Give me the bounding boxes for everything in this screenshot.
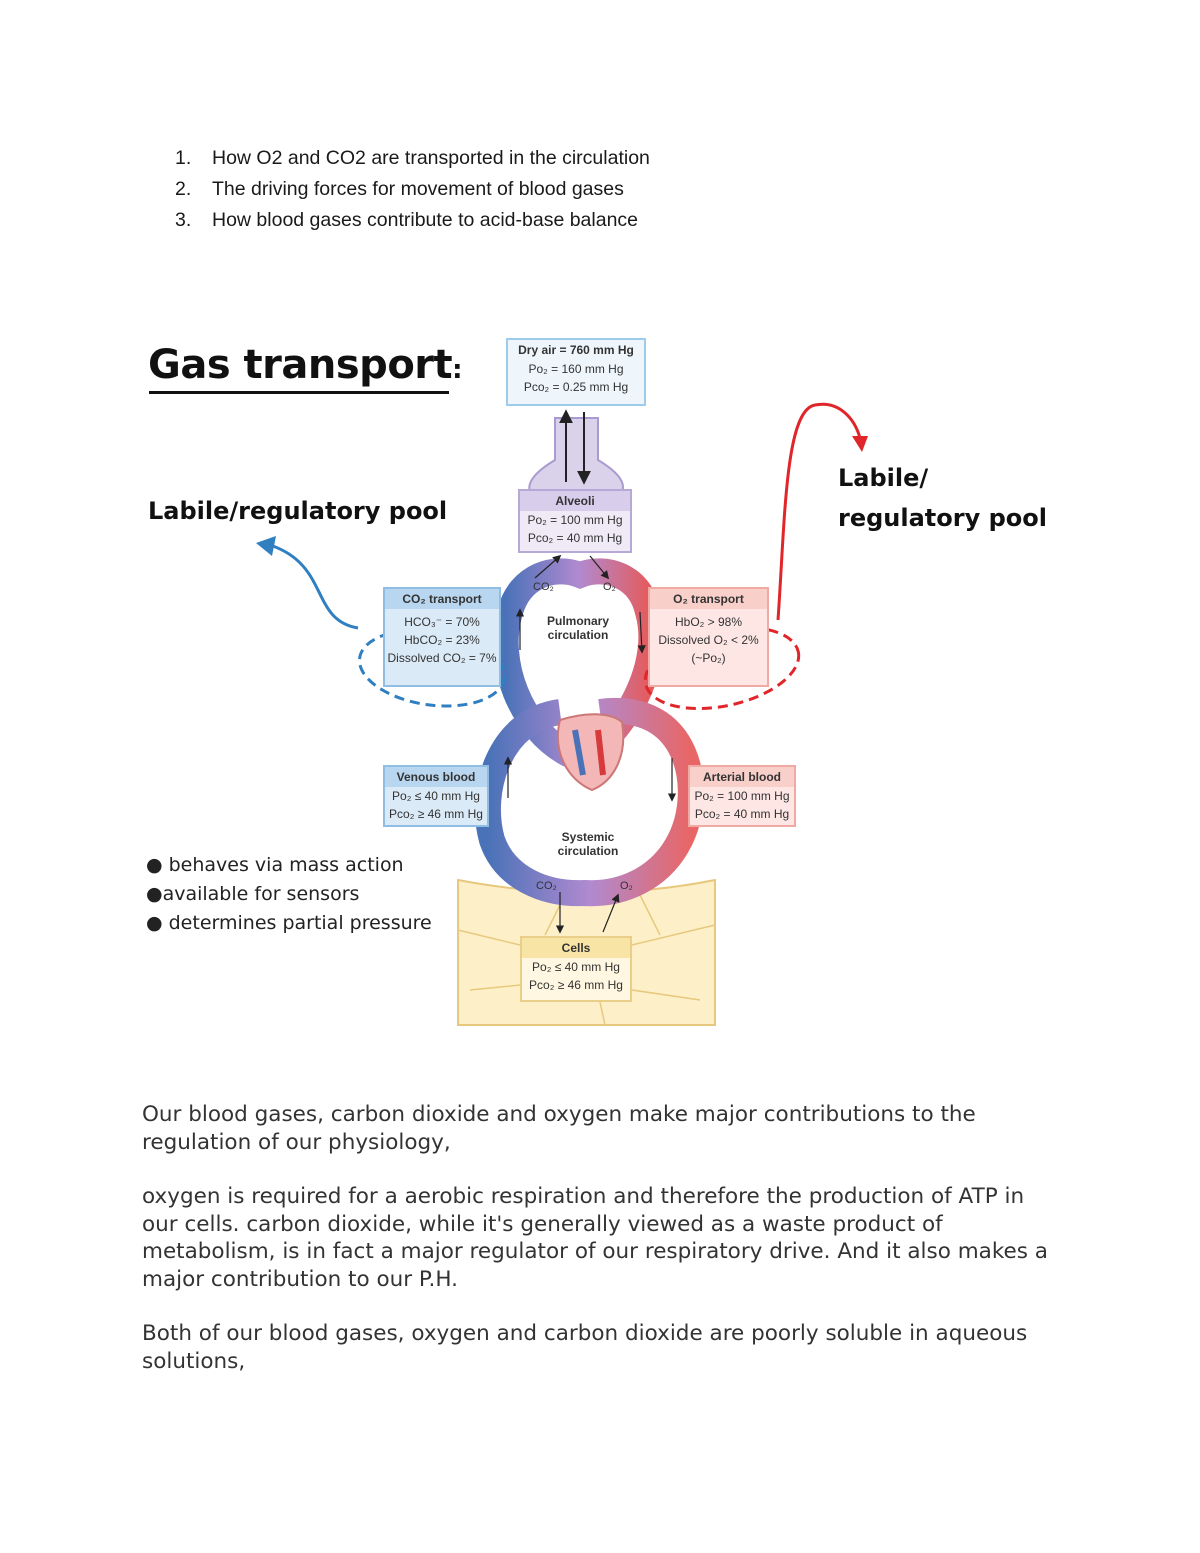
systemic-circulation-label: Systemic circulation — [557, 830, 619, 858]
labile-pool-left-label: Labile/regulatory pool — [148, 497, 448, 525]
cells-box: Cells Po₂ ≤ 40 mm Hg Pco₂ ≥ 46 mm Hg — [520, 936, 632, 1002]
o2-transport-box: O₂ transport HbO₂ > 98% Dissolved O₂ < 2… — [648, 587, 769, 687]
o2-systemic-label: O₂ — [620, 880, 633, 892]
pulmonary-circulation-label: Pulmonary circulation — [546, 614, 609, 642]
paragraph-2: oxygen is required for a aerobic respira… — [142, 1184, 1048, 1292]
airway — [528, 409, 624, 493]
flow-arrows — [503, 554, 677, 934]
slide-title: Gas transport: — [148, 342, 463, 388]
venous-blood-box: Venous blood Po₂ ≤ 40 mm Hg Pco₂ ≥ 46 mm… — [383, 765, 489, 827]
bullet-item: ● determines partial pressure — [146, 912, 432, 934]
alveoli-box: Alveoli Po₂ = 100 mm Hg Pco₂ = 40 mm Hg — [518, 489, 632, 553]
bullet-item: ● behaves via mass action — [146, 854, 404, 876]
pool-properties-list: ● behaves via mass action ●available for… — [146, 851, 432, 938]
co2-pulmonary-label: CO₂ — [533, 581, 554, 593]
title-underline — [149, 391, 449, 394]
heart — [556, 713, 625, 792]
systemic-loop — [474, 697, 704, 907]
co2-systemic-label: CO₂ — [536, 880, 557, 892]
paragraph-3: Both of our blood gases, oxygen and carb… — [142, 1321, 1028, 1374]
labile-pool-right-label: Labile/ regulatory pool — [838, 464, 1047, 532]
paragraph-1: Our blood gases, carbon dioxide and oxyg… — [142, 1102, 976, 1155]
objective-item: 3.How blood gases contribute to acid-bas… — [175, 209, 639, 231]
arterial-blood-box: Arterial blood Po₂ = 100 mm Hg Pco₂ = 40… — [688, 765, 796, 827]
bullet-item: ●available for sensors — [146, 883, 360, 905]
co2-transport-box: CO₂ transport HCO₃⁻ = 70% HbCO₂ = 23% Di… — [383, 587, 501, 687]
objectives-list: 1.How O2 and CO2 are transported in the … — [175, 143, 650, 236]
dry-air-box: Dry air = 760 mm Hg Po₂ = 160 mm Hg Pco₂… — [506, 338, 646, 406]
objective-item: 1.How O2 and CO2 are transported in the … — [175, 147, 650, 169]
objective-item: 2.The driving forces for movement of blo… — [175, 178, 624, 200]
pulmonary-loop — [492, 558, 665, 767]
o2-pulmonary-label: O₂ — [603, 581, 616, 593]
